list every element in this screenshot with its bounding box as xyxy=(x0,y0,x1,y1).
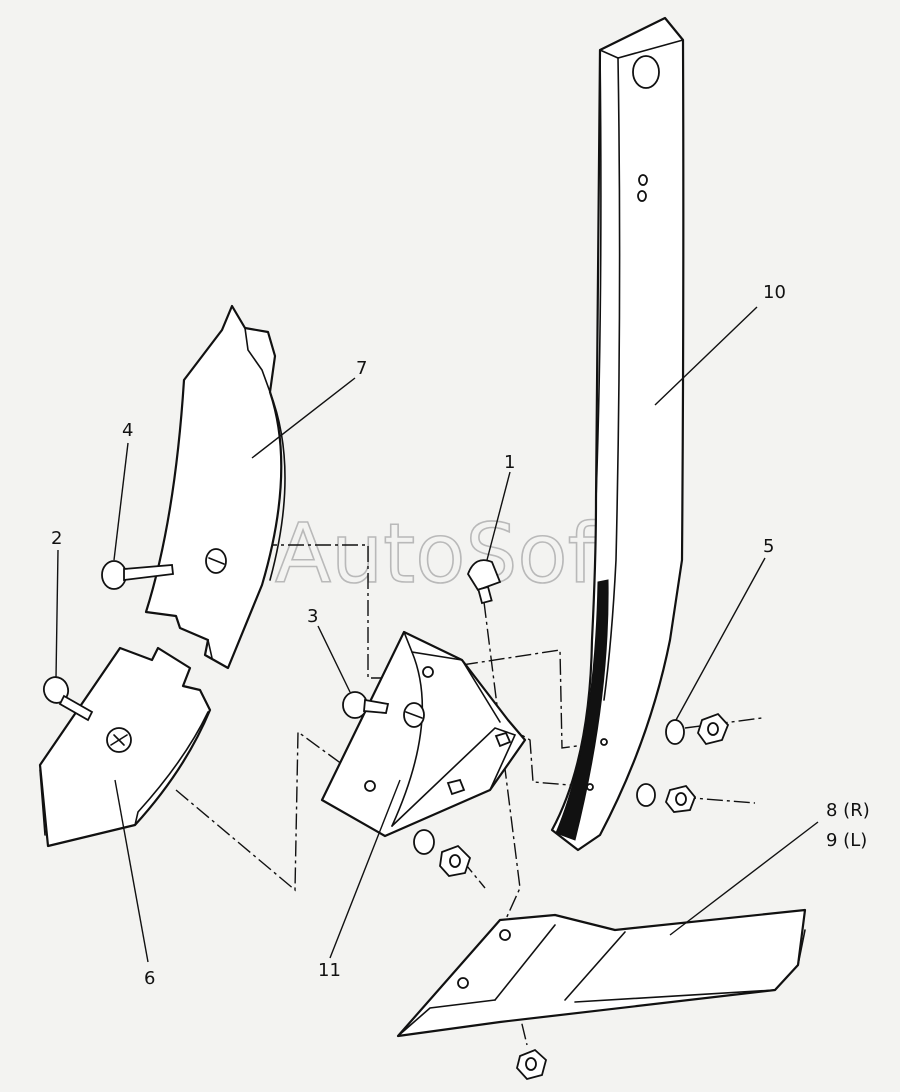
shank-hole xyxy=(637,190,647,202)
hardware-part-5 xyxy=(636,712,730,813)
share-hole xyxy=(457,977,469,989)
share-nut xyxy=(516,1048,548,1081)
bracket-nut-washer xyxy=(413,829,472,877)
shank-mounting-hole xyxy=(632,55,660,89)
shank-hole xyxy=(638,174,648,186)
callout-4: 4 xyxy=(122,420,133,441)
callout-6: 6 xyxy=(144,968,155,989)
share-hole xyxy=(499,929,511,941)
callout-10: 10 xyxy=(763,282,786,303)
bracket-hole xyxy=(422,666,434,678)
callout-11: 11 xyxy=(318,960,341,981)
guard-plate-part-7 xyxy=(144,304,286,670)
shank-bolt-hole xyxy=(586,783,594,791)
lock-washer-icon xyxy=(636,783,656,807)
bracket-square-hole xyxy=(446,778,466,796)
shank-part-10 xyxy=(550,16,685,852)
callout-8: 8 (R) xyxy=(826,800,870,821)
callout-2: 2 xyxy=(51,528,62,549)
callout-5: 5 xyxy=(763,536,774,557)
bolt-part-2 xyxy=(42,676,94,722)
callout-labels: 1 2 3 4 5 6 7 8 (R) 9 (L) 10 11 xyxy=(51,282,870,989)
leader-lines xyxy=(55,306,819,963)
bolt-part-1 xyxy=(467,559,502,605)
shank-wear-strip xyxy=(555,579,609,841)
guard-plate-part-6 xyxy=(38,646,212,848)
bolt-part-4 xyxy=(101,560,174,590)
lock-washer-icon xyxy=(665,719,685,745)
bracket-square-hole xyxy=(494,731,512,748)
watermark-text: AutoSoft xyxy=(275,507,627,602)
share-point-part-8-9 xyxy=(396,908,807,1038)
callout-7: 7 xyxy=(356,358,367,379)
shank-bolt-hole xyxy=(600,738,608,746)
bracket-hole xyxy=(364,780,376,792)
bracket-part-11 xyxy=(320,630,527,838)
callout-3: 3 xyxy=(307,606,318,627)
lock-washer-icon xyxy=(413,829,435,855)
callout-1: 1 xyxy=(504,452,515,473)
callout-9: 9 (L) xyxy=(826,830,867,851)
bolt-part-3 xyxy=(342,691,390,719)
